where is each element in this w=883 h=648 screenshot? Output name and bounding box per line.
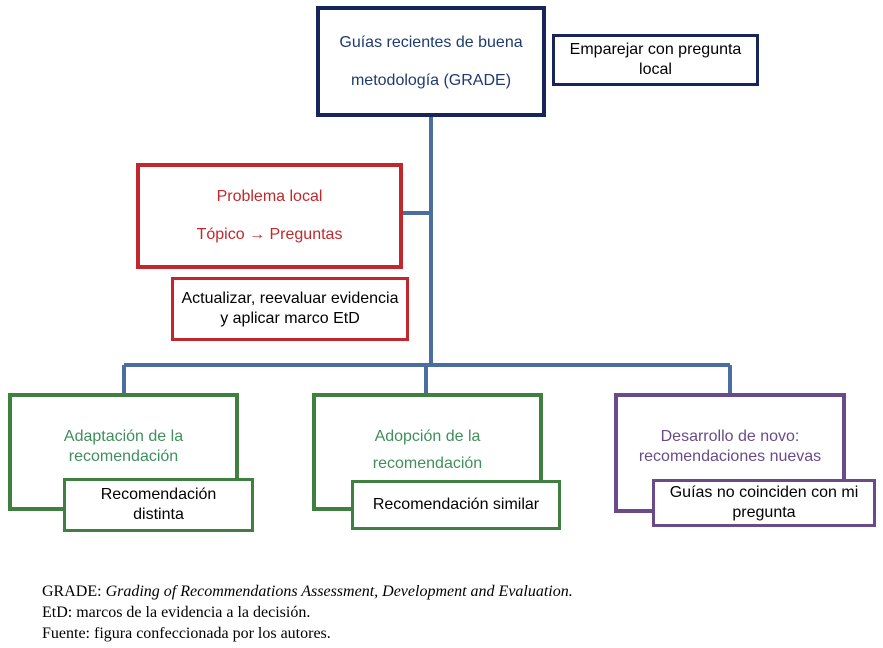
de-novo-title: Desarrollo de novo: recomendaciones nuev… xyxy=(638,428,822,465)
local-problem-title: Problema local xyxy=(216,188,323,205)
different-recommendation-text: Recomendación distinta xyxy=(100,486,217,523)
grade-note-label: GRADE: xyxy=(42,583,102,600)
right-arrow-icon: → xyxy=(249,226,266,243)
recent-guidelines-line2: metodología (GRADE) xyxy=(350,71,512,89)
source-note: Fuente: figura confeccionada por los aut… xyxy=(42,625,331,642)
recent-guidelines-box: Guías recientes de buena metodología (GR… xyxy=(316,6,546,117)
adoption-title: Adopción de la recomendación xyxy=(372,428,483,473)
flow-diagram: Guías recientes de buena metodología (GR… xyxy=(8,6,876,532)
different-recommendation-box: Recomendación distinta xyxy=(63,478,254,532)
update-evidence-text: Actualizar, reevaluar evidencia y aplica… xyxy=(181,290,399,327)
questions-text: Preguntas xyxy=(269,226,343,243)
similar-recommendation-box: Recomendación similar xyxy=(351,480,561,530)
topic-questions-line: Tópico → Preguntas xyxy=(197,225,343,245)
update-evidence-box: Actualizar, reevaluar evidencia y aplica… xyxy=(171,277,409,341)
etd-note: EtD: marcos de la evidencia a la decisió… xyxy=(42,604,311,621)
no-match-guidelines-text: Guías no coinciden con mi pregunta xyxy=(669,484,859,521)
figure-notes: GRADE: Grading of Recommendations Assess… xyxy=(42,581,862,644)
match-local-question-text: Emparejar con pregunta local xyxy=(569,41,742,78)
match-local-question-box: Emparejar con pregunta local xyxy=(552,34,759,86)
topic-text: Tópico xyxy=(196,226,245,243)
no-match-guidelines-box: Guías no coinciden con mi pregunta xyxy=(652,479,876,527)
recent-guidelines-line1: Guías recientes de buena xyxy=(339,33,523,51)
connector-lines xyxy=(122,117,732,393)
local-problem-box: Problema local Tópico → Preguntas xyxy=(136,163,403,269)
adaptation-title: Adaptación de la recomendación xyxy=(63,428,184,465)
grade-note-definition: Grading of Recommendations Assessment, D… xyxy=(105,583,573,600)
grade-note: GRADE: Grading of Recommendations Assess… xyxy=(42,581,862,602)
similar-recommendation-text: Recomendación similar xyxy=(372,496,540,513)
